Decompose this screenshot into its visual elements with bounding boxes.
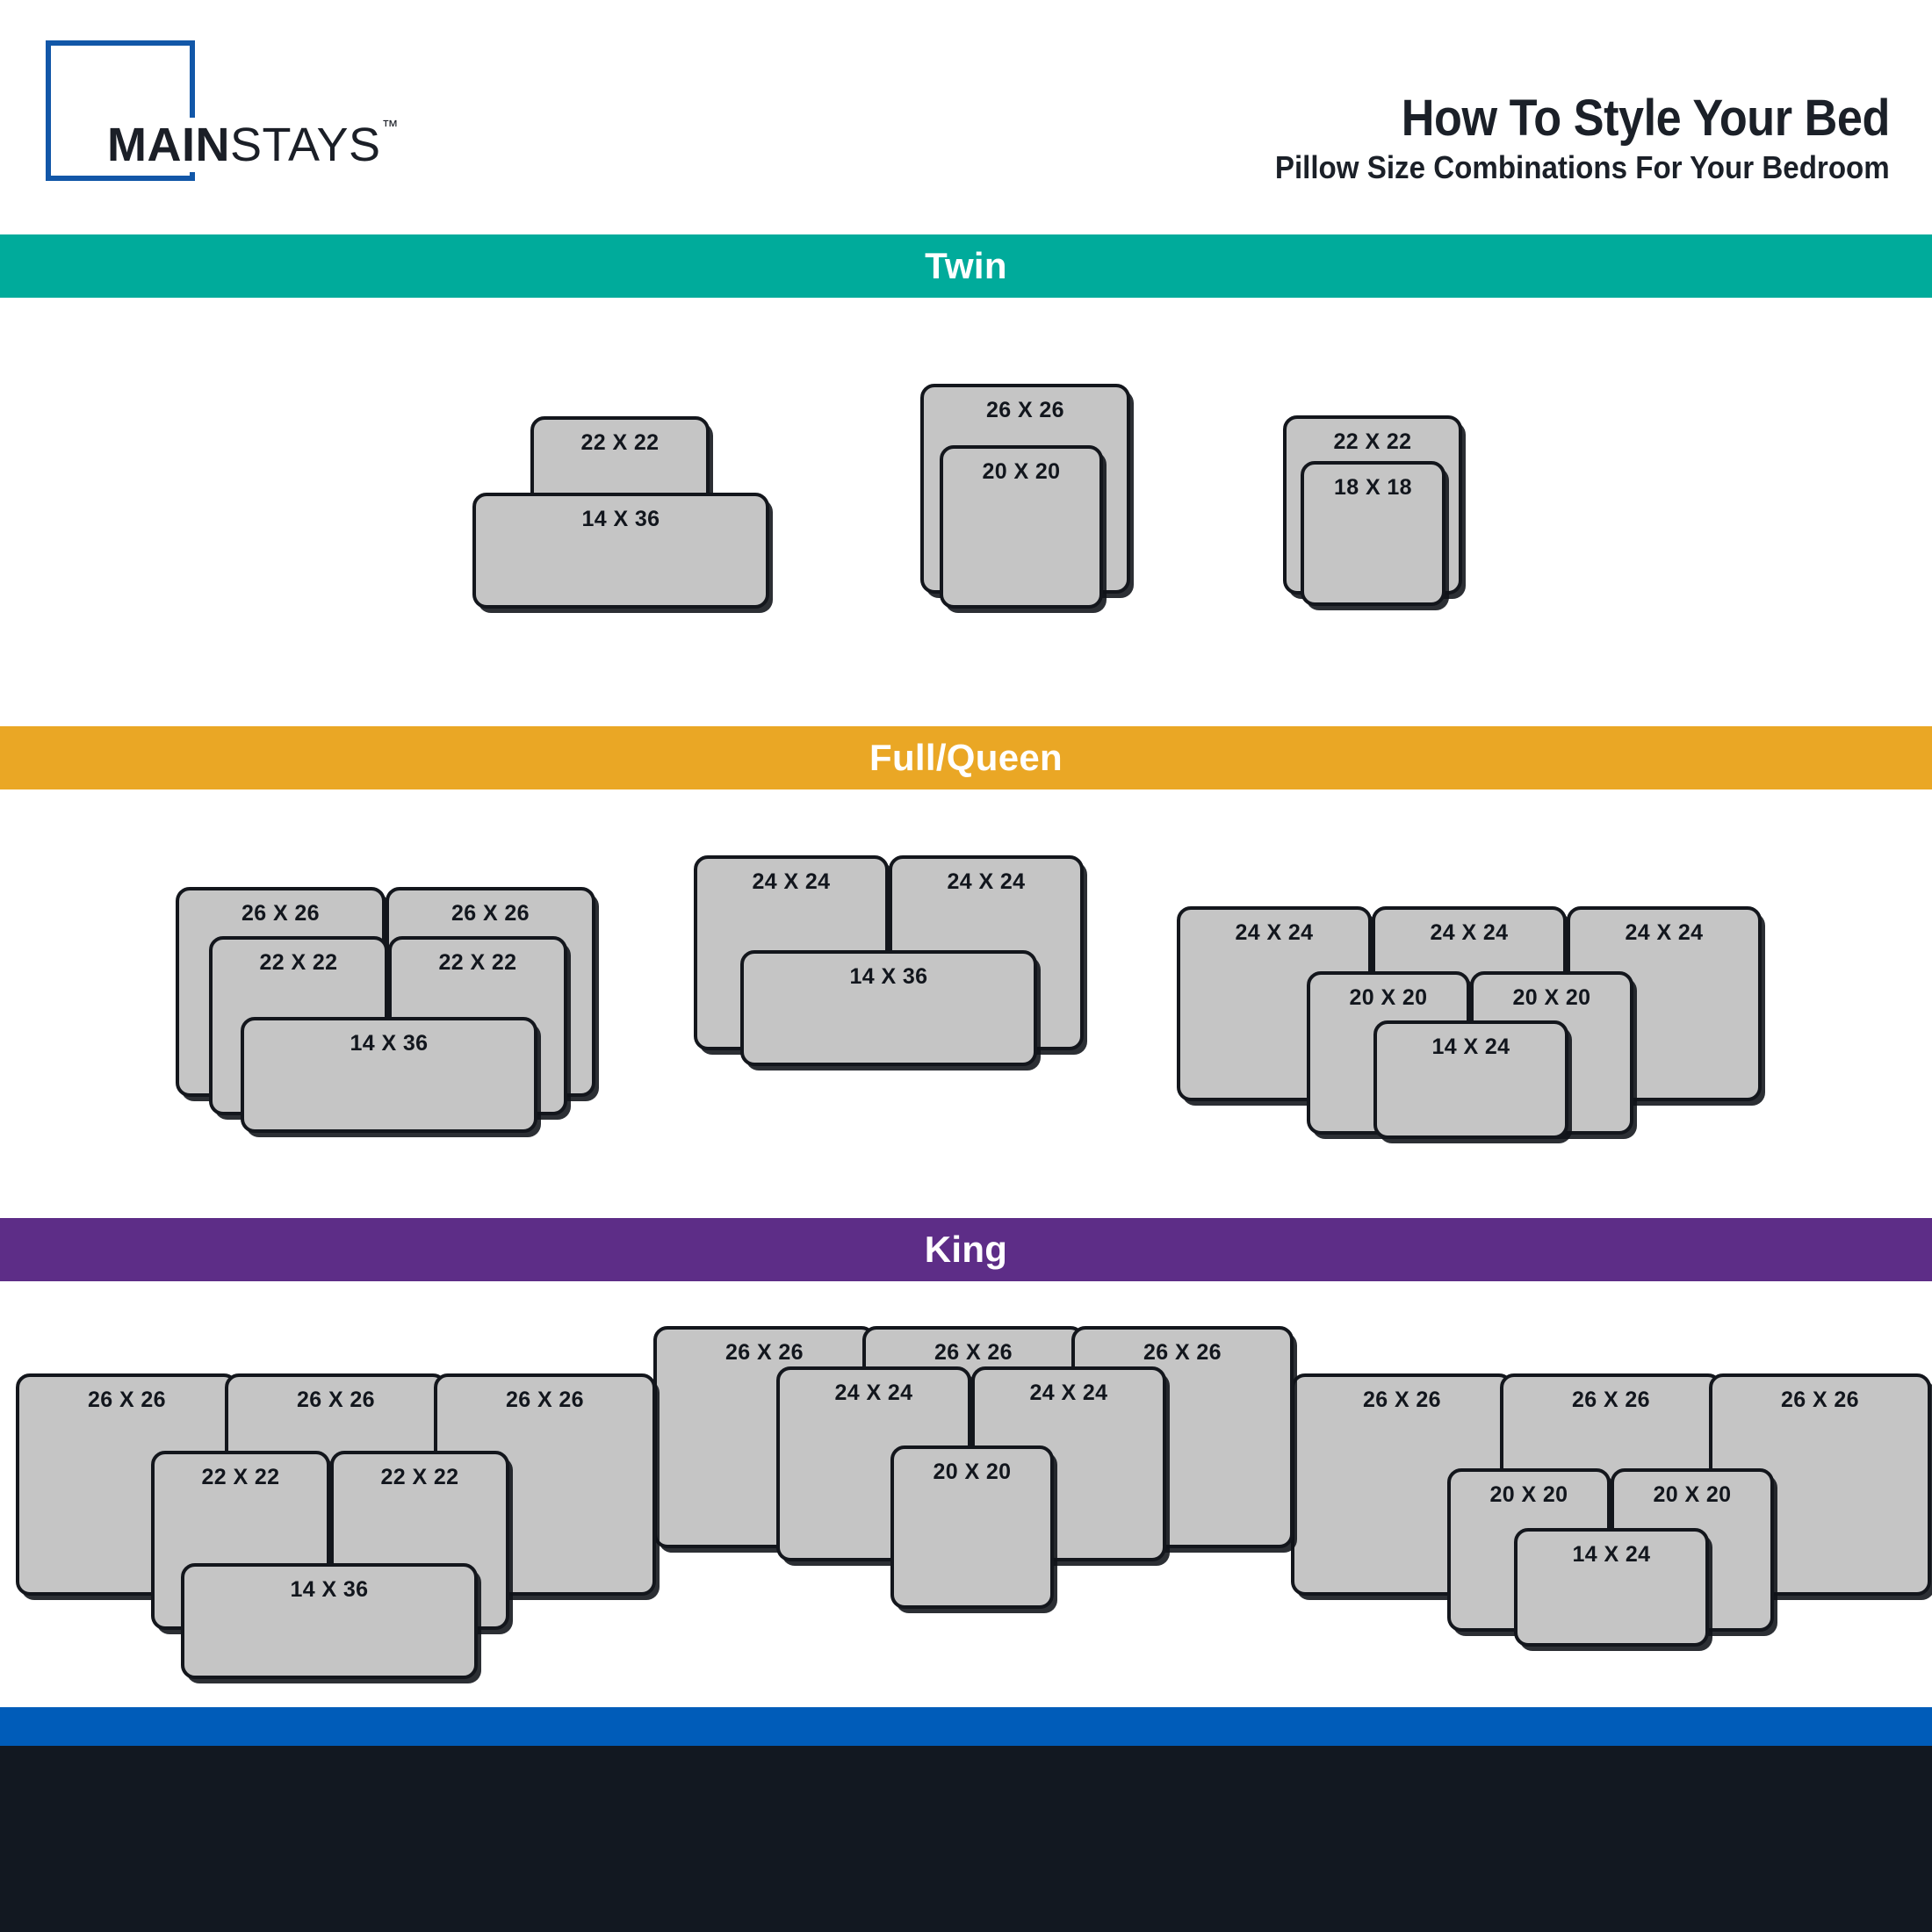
pillow-18x18: 18 X 18 (1301, 461, 1445, 606)
pillow-size-label: 26 X 26 (88, 1388, 166, 1412)
pillow-size-label: 22 X 22 (201, 1465, 280, 1489)
pillow-size-label: 22 X 22 (259, 950, 338, 975)
pillow-size-label: 24 X 24 (752, 869, 831, 894)
pillow-size-label: 22 X 22 (438, 950, 517, 975)
pillow-size-label: 24 X 24 (834, 1381, 913, 1405)
pillow-size-label: 24 X 24 (947, 869, 1026, 894)
pillow-size-label: 20 X 20 (1512, 985, 1591, 1010)
footer-accent-bar (0, 1707, 1932, 1746)
pillow-size-label: 26 X 26 (1363, 1388, 1441, 1412)
section-label-king: King (924, 1229, 1008, 1270)
footer-panel: *Actual product color may vary slightly … (0, 1746, 1932, 1932)
pillow-size-label: 26 X 26 (506, 1388, 584, 1412)
section-header-full-queen: Full/Queen (0, 726, 1932, 789)
pillow-size-label: 26 X 26 (1143, 1340, 1222, 1365)
pillow-size-label: 26 X 26 (934, 1340, 1013, 1365)
pillow-size-label: 14 X 36 (350, 1031, 429, 1056)
logo-word-main: MAIN (107, 119, 230, 171)
pillow-size-label: 22 X 22 (380, 1465, 459, 1489)
pillow-14x36: 14 X 36 (181, 1563, 478, 1679)
pillow-14x36: 14 X 36 (472, 493, 769, 609)
mainstays-logo: MAINSTAYS™ (46, 40, 404, 181)
pillow-size-label: 24 X 24 (1430, 920, 1509, 945)
pillow-14x24: 14 X 24 (1373, 1020, 1568, 1139)
pillow-size-label: 26 X 26 (242, 901, 320, 926)
pillow-14x36: 14 X 36 (241, 1017, 537, 1133)
pillow-size-label: 14 X 24 (1572, 1542, 1651, 1567)
pillow-size-label: 22 X 22 (1333, 429, 1412, 454)
pillow-size-label: 14 X 24 (1431, 1034, 1510, 1059)
logo-word-stays: STAYS (229, 119, 381, 171)
pillow-size-label: 26 X 26 (297, 1388, 375, 1412)
pillow-size-label: 26 X 26 (1572, 1388, 1650, 1412)
pillow-20x20: 20 X 20 (940, 445, 1103, 609)
pillow-size-label: 20 X 20 (933, 1460, 1012, 1484)
pillow-size-label: 26 X 26 (725, 1340, 804, 1365)
pillow-size-label: 24 X 24 (1625, 920, 1704, 945)
pillow-14x36: 14 X 36 (740, 950, 1037, 1066)
logo-wordmark: MAINSTAYS™ (100, 118, 404, 172)
pillow-size-label: 14 X 36 (290, 1577, 369, 1602)
section-header-twin: Twin (0, 234, 1932, 298)
pillow-size-label: 24 X 24 (1235, 920, 1314, 945)
pillow-size-label: 22 X 22 (580, 430, 660, 455)
pillow-size-label: 24 X 24 (1029, 1381, 1108, 1405)
pillow-size-label: 14 X 36 (581, 507, 660, 531)
pillow-20x20: 20 X 20 (890, 1445, 1054, 1609)
pillow-size-label: 26 X 26 (1781, 1388, 1859, 1412)
section-header-king: King (0, 1218, 1932, 1281)
pillow-size-label: 14 X 36 (849, 964, 928, 989)
pillow-size-label: 26 X 26 (986, 398, 1064, 422)
pillow-size-label: 20 X 20 (1349, 985, 1428, 1010)
section-label-twin: Twin (925, 245, 1007, 286)
pillow-size-label: 18 X 18 (1334, 475, 1412, 500)
trademark-icon: ™ (381, 118, 400, 136)
logo-square-outline (46, 40, 195, 181)
section-label-full-queen: Full/Queen (869, 737, 1063, 778)
page-title: How To Style Your Bed (1401, 90, 1891, 147)
pillow-size-label: 26 X 26 (451, 901, 530, 926)
pillow-size-label: 20 X 20 (1489, 1482, 1568, 1507)
page-subtitle: Pillow Size Combinations For Your Bedroo… (1275, 149, 1890, 185)
pillow-size-label: 20 X 20 (1653, 1482, 1732, 1507)
page-header: MAINSTAYS™ How To Style Your Bed Pillow … (0, 0, 1932, 230)
pillow-size-label: 20 X 20 (982, 459, 1061, 484)
pillow-14x24: 14 X 24 (1514, 1528, 1709, 1647)
